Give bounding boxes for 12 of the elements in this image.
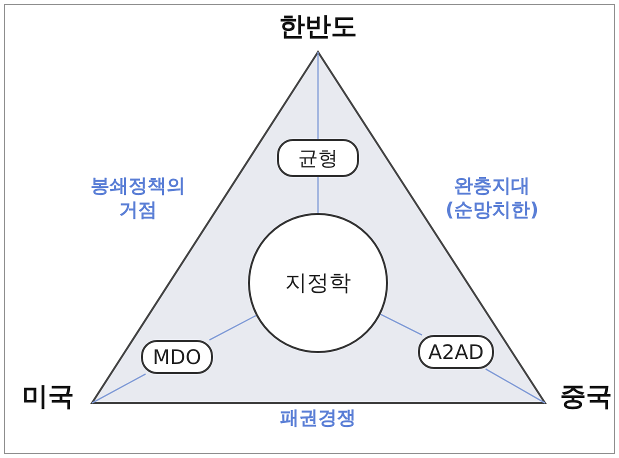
vertex-label: 한반도 [263,12,373,52]
connector-line [380,314,422,336]
side-caption: 완충지대 (순망치한) [444,174,540,222]
rounded-label-box: A2AD [418,335,494,369]
side-caption: 봉쇄정책의 거점 [90,174,186,222]
vertex-label: 미국 [8,382,88,418]
side-caption: 패권경쟁 [279,406,357,430]
rounded-label-box: 균형 [277,139,359,177]
rounded-label-box: MDO [141,340,213,374]
connector-line [317,177,319,213]
connector-line [209,314,256,341]
vertex-label: 중국 [556,382,616,418]
